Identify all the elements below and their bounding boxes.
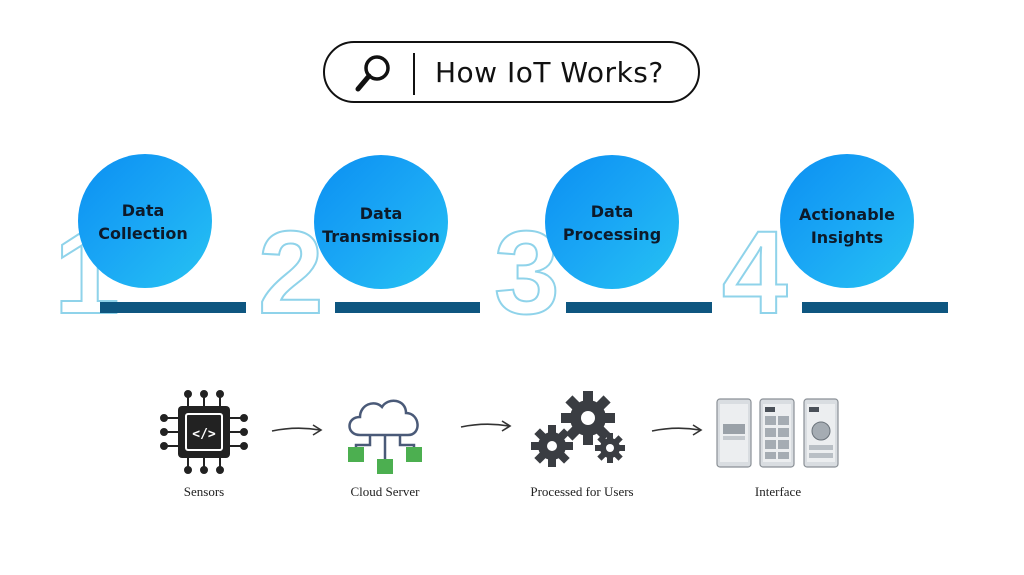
svg-text:</>: </>: [192, 427, 216, 442]
flow-label-cloud-server: Cloud Server: [350, 484, 420, 499]
flow-label-processed: Processed for Users: [530, 484, 634, 499]
arrow-icon: [460, 420, 512, 432]
step-circle: [314, 155, 448, 289]
step-circle: [780, 154, 914, 288]
arrow-icon: [271, 424, 323, 436]
step-circle: [545, 155, 679, 289]
step-label: Data Transmission: [322, 204, 440, 246]
search-icon: [355, 55, 390, 92]
gears-icon: [531, 391, 625, 467]
step-bar: [802, 302, 948, 313]
step-label: Data Collection: [98, 201, 188, 243]
flow-label-sensors: Sensors: [183, 484, 225, 499]
cloud-network-icon: [348, 399, 422, 474]
step-number: 4: [721, 207, 789, 339]
title-search-pill: How IoT Works?: [323, 41, 700, 103]
step-bar: [100, 302, 246, 313]
step-number: 2: [257, 207, 325, 339]
step-label: Actionable Insights: [799, 205, 895, 247]
chip-icon: </>: [160, 390, 248, 474]
step-bar: [335, 302, 480, 313]
page-title: How IoT Works?: [435, 56, 664, 89]
divider: [413, 53, 415, 95]
phones-icon: [716, 398, 839, 468]
flow-label-interface: Interface: [754, 484, 802, 499]
steps-row: 1 Data Collection 2 Data Transmission 3 …: [53, 154, 948, 339]
step-label: Data Processing: [562, 202, 662, 244]
step-circle: [78, 154, 212, 288]
arrow-icon: [651, 424, 703, 436]
step-bar: [566, 302, 712, 313]
